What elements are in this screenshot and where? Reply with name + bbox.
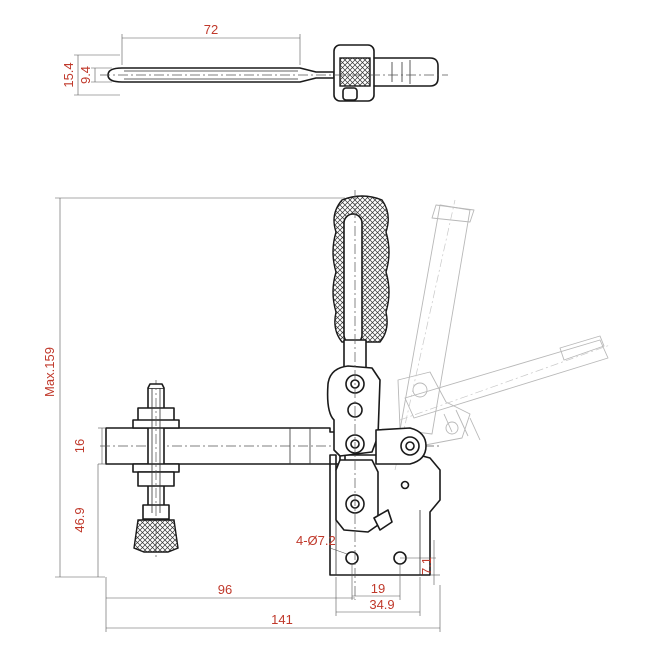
top-view-arm	[373, 57, 439, 87]
small-hole	[400, 480, 410, 490]
handle-shank	[343, 213, 363, 345]
top-view-pivot	[342, 87, 358, 101]
top-view: 72 15.4 9.4	[61, 22, 448, 102]
dim-width-outer: 15.4	[61, 62, 76, 87]
dim-hole-offset: 7.1	[419, 557, 434, 575]
spindle-tip	[147, 383, 165, 389]
mount-hole-left	[345, 551, 359, 565]
dim-width-inner: 9.4	[78, 66, 93, 84]
rubber-pad	[133, 519, 179, 553]
top-view-arm-slot	[391, 60, 411, 84]
dim-handle-length: 72	[204, 22, 218, 37]
dim-hole-pitch: 19	[371, 581, 385, 596]
dim-hole-spec: 4-Ø7.2	[296, 533, 336, 548]
open-position-ghost	[394, 199, 611, 471]
top-view-hatch-pad	[339, 57, 371, 87]
dim-spindle-reach: 96	[218, 582, 232, 597]
dim-base-width: 34.9	[369, 597, 394, 612]
lock-tab	[373, 509, 393, 531]
dim-overall-length: 141	[271, 612, 293, 627]
top-view-handle	[107, 67, 335, 83]
side-view: Max.159 16 46.9 4-Ø7.2 7.1 19 34.9 96	[42, 190, 441, 632]
dim-bar-height: 16	[72, 439, 87, 453]
dim-max-height: Max.159	[42, 347, 57, 397]
top-view-handle-slot	[124, 70, 298, 80]
dim-base-height: 46.9	[72, 507, 87, 532]
